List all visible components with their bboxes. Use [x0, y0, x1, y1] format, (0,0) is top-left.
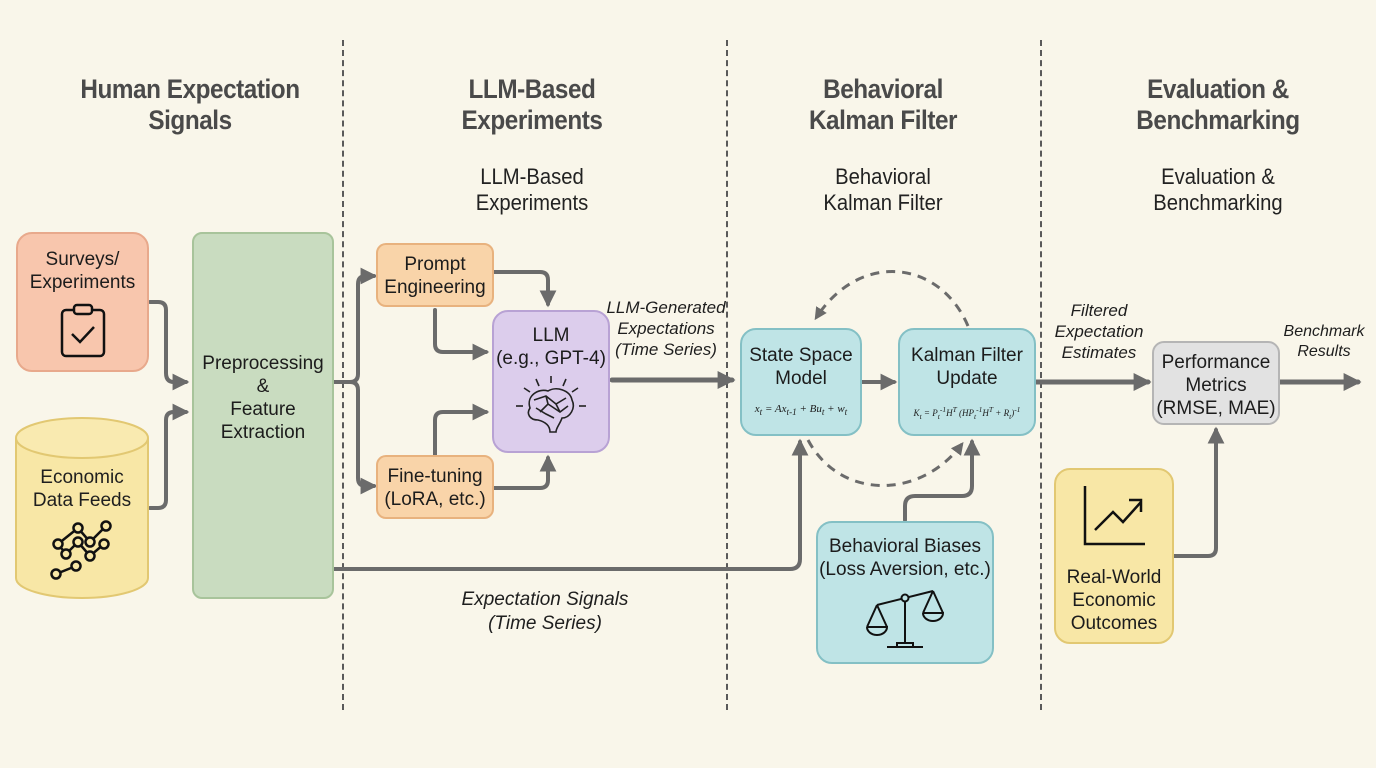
- section-divider: [342, 40, 344, 710]
- section-divider: [1040, 40, 1042, 710]
- state-space-formula: xt = Axt-1 + But + wt: [754, 403, 848, 418]
- arrow-preprocessing-to-finetune: [332, 380, 378, 495]
- kalman-update-formula: Kt = Pt-1HT (HPt-1HT + Rt)-1: [913, 405, 1021, 421]
- real-world-outcomes-label: Real-World Economic Outcomes: [1066, 567, 1162, 634]
- database-cylinder-shape: [15, 417, 149, 599]
- arrow-prompt-to-llm-left: [433, 308, 490, 361]
- kalman-update-label: Kalman Filter Update: [911, 345, 1023, 389]
- arrow-finetune-to-llm-bottom: [492, 454, 557, 490]
- feedback-loop-bottom: [806, 439, 964, 487]
- arrow-finetune-to-llm-left: [433, 403, 490, 458]
- prompt-engineering-label: Prompt Engineering: [384, 254, 486, 298]
- feedback-loop-top: [814, 270, 970, 327]
- arrow-realworld-to-performance: [1172, 426, 1225, 558]
- section-subtitle-kalman-filter: Behavioral Kalman Filter: [823, 164, 943, 215]
- economic-data-node[interactable]: Economic Data Feeds: [14, 416, 150, 602]
- fine-tuning-node[interactable]: Fine-tuning (LoRA, etc.): [376, 455, 494, 519]
- edge-label-llm-generated: LLM-Generated Expectations (Time Series): [606, 298, 726, 359]
- arrow-biases-to-kalman: [903, 438, 981, 522]
- llm-node[interactable]: LLM (e.g., GPT-4): [492, 310, 610, 453]
- section-title-kalman-filter: Behavioral Kalman Filter: [808, 74, 958, 135]
- fine-tuning-label: Fine-tuning (LoRA, etc.): [384, 466, 486, 510]
- preprocessing-label: Preprocessing & Feature Extraction: [202, 353, 324, 443]
- edge-label-expectation-signals: Expectation Signals (Time Series): [461, 589, 629, 634]
- edge-label-filtered-estimates: Filtered Expectation Estimates: [1054, 301, 1144, 362]
- brain-icon: [516, 376, 586, 433]
- behavioral-biases-label: Behavioral Biases (Loss Aversion, etc.): [819, 536, 991, 580]
- line-network-icon: [50, 520, 112, 580]
- surveys-experiments-node[interactable]: Surveys/ Experiments: [16, 232, 149, 372]
- section-title-evaluation: Evaluation & Benchmarking: [1136, 74, 1300, 135]
- section-subtitle-evaluation: Evaluation & Benchmarking: [1153, 164, 1283, 215]
- edge-label-benchmark-results: Benchmark Results: [1283, 323, 1365, 360]
- balance-scale-icon: [866, 590, 945, 648]
- performance-metrics-label: Performance Metrics (RMSE, MAE): [1156, 352, 1276, 419]
- real-world-outcomes-node[interactable]: Real-World Economic Outcomes: [1054, 468, 1174, 644]
- behavioral-biases-node[interactable]: Behavioral Biases (Loss Aversion, etc.): [816, 521, 994, 664]
- prompt-engineering-node[interactable]: Prompt Engineering: [376, 243, 494, 307]
- trend-chart-icon: [1083, 486, 1145, 546]
- economic-data-label: Economic Data Feeds: [32, 467, 132, 511]
- clipboard-check-icon: [60, 303, 105, 358]
- performance-metrics-node[interactable]: Performance Metrics (RMSE, MAE): [1152, 341, 1280, 425]
- section-title-llm-experiments: LLM-Based Experiments: [461, 74, 603, 135]
- section-title-human-signals: Human Expectation Signals: [80, 74, 300, 135]
- surveys-label: Surveys/ Experiments: [29, 249, 136, 293]
- arrow-prompt-to-llm-top: [492, 270, 557, 308]
- arrow-economic-to-preprocessing: [148, 403, 190, 510]
- arrow-surveys-to-preprocessing: [148, 300, 190, 391]
- arrow-preprocessing-to-prompt: [332, 267, 378, 384]
- state-space-label: State Space Model: [749, 345, 853, 389]
- llm-label: LLM (e.g., GPT-4): [496, 325, 606, 369]
- kalman-filter-update-node[interactable]: Kalman Filter Update Kt = Pt-1HT (HPt-1H…: [898, 328, 1036, 436]
- section-subtitle-llm-experiments: LLM-Based Experiments: [475, 164, 589, 215]
- preprocessing-node[interactable]: Preprocessing & Feature Extraction: [192, 232, 334, 599]
- arrow-preprocessing-to-state-space: [332, 438, 809, 571]
- state-space-model-node[interactable]: State Space Model xt = Axt-1 + But + wt: [740, 328, 862, 436]
